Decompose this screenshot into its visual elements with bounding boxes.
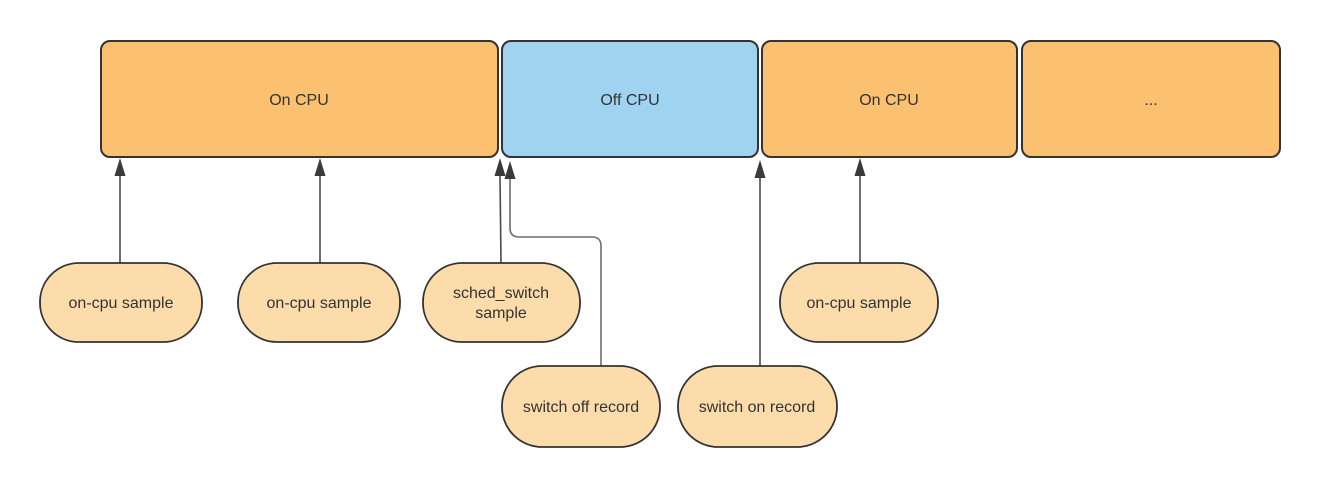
annotation-on-cpu-sample-2: on-cpu sample <box>237 262 401 343</box>
arrow-switch-off-record <box>504 161 602 366</box>
off-cpu-segment-box <box>501 40 759 158</box>
arrowhead-icon <box>504 161 516 179</box>
annotation-switch-on-record: switch on record <box>677 365 838 448</box>
annotation-on-cpu-sample-1: on-cpu sample <box>39 262 203 343</box>
annotation-pill <box>779 262 939 343</box>
timeline-segment-on-cpu-1: On CPU <box>100 40 499 158</box>
on-cpu-segment-label: On CPU <box>269 92 329 109</box>
annotation-label-line-1: sched_switch <box>453 285 549 302</box>
on-cpu-segment-box <box>100 40 499 158</box>
arrow-sched-switch-sample <box>494 158 506 264</box>
timeline-segment-on-cpu-2: On CPU <box>761 40 1018 158</box>
ellipsis-segment-box <box>1021 40 1281 158</box>
arrowhead-icon <box>494 158 506 176</box>
annotation-pill <box>677 365 838 448</box>
off-cpu-segment-label: Off CPU <box>600 92 659 109</box>
ellipsis-segment-label: ... <box>1144 92 1157 109</box>
annotation-label: switch off record <box>523 399 639 416</box>
annotation-on-cpu-sample-3: on-cpu sample <box>779 262 939 343</box>
timeline-segment-ellipsis: ... <box>1021 40 1281 158</box>
arrowhead-icon <box>314 158 326 176</box>
annotation-label: on-cpu sample <box>267 295 372 312</box>
annotation-label-line-2: sample <box>475 305 527 322</box>
annotation-label: on-cpu sample <box>807 295 912 312</box>
annotations-row: on-cpu sample on-cpu sample sched_switch… <box>39 262 939 448</box>
on-cpu-segment-box <box>761 40 1018 158</box>
connectors <box>114 158 866 366</box>
arrowhead-icon <box>854 158 866 176</box>
timeline-row: On CPU Off CPU On CPU ... <box>100 40 1281 158</box>
arrowhead-icon <box>754 160 766 178</box>
arrow-on-cpu-sample-1 <box>114 158 126 263</box>
annotation-switch-off-record: switch off record <box>501 365 661 448</box>
on-cpu-segment-label: On CPU <box>859 92 919 109</box>
arrow-on-cpu-sample-3 <box>854 158 866 263</box>
annotation-sched-switch-sample: sched_switch sample <box>422 262 581 343</box>
annotation-label: switch on record <box>699 399 816 416</box>
annotation-pill <box>422 262 581 343</box>
arrowhead-icon <box>114 158 126 176</box>
arrow-switch-on-record <box>754 160 766 366</box>
annotation-label: on-cpu sample <box>69 295 174 312</box>
arrow-on-cpu-sample-2 <box>314 158 326 263</box>
annotation-pill <box>39 262 203 343</box>
timeline-segment-off-cpu: Off CPU <box>501 40 759 158</box>
annotation-pill <box>237 262 401 343</box>
annotation-pill <box>501 365 661 448</box>
